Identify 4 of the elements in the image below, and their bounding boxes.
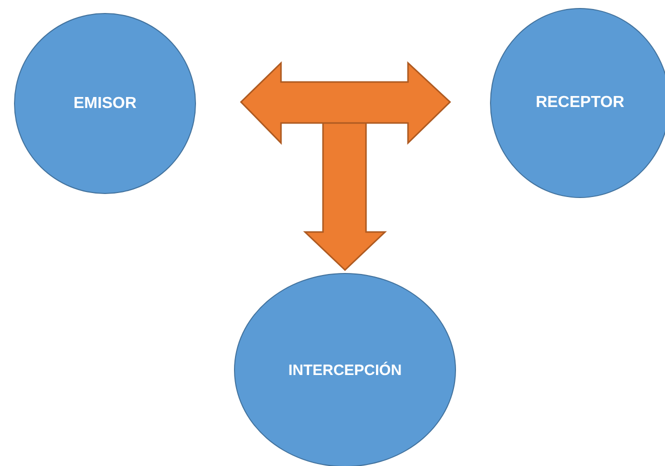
arrow — [240, 61, 452, 145]
node-label: RECEPTOR — [536, 94, 624, 112]
node-label: INTERCEPCIÓN — [288, 362, 402, 378]
node-label: EMISOR — [73, 94, 137, 112]
